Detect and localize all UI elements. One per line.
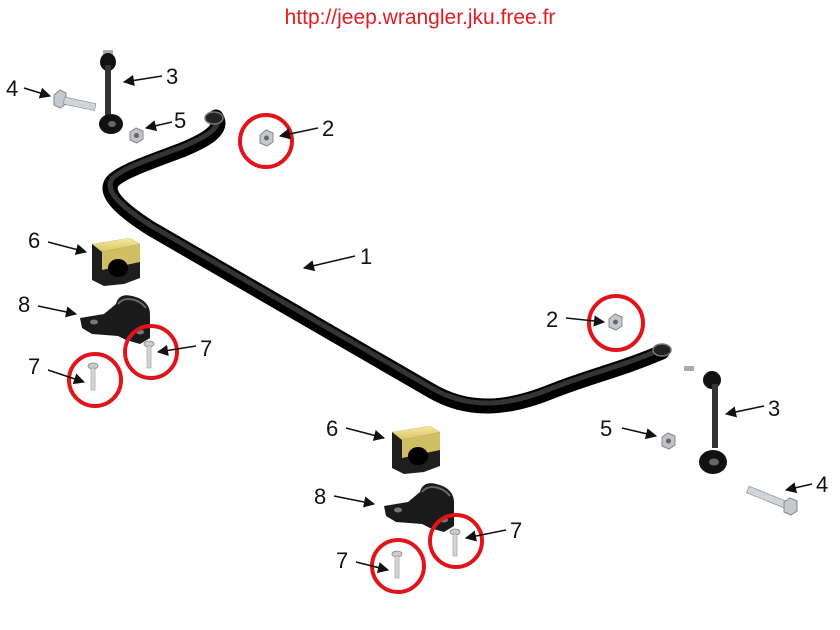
arrow-part-6-right	[345, 427, 386, 441]
stabilizer-bar	[102, 109, 672, 414]
highlight-circle-bolt-right-b	[428, 513, 484, 569]
nut-upper-left	[259, 129, 274, 147]
arrow-part-5-right	[621, 427, 658, 440]
arrow-part-8-left	[37, 305, 78, 318]
bushing-right	[392, 426, 440, 474]
arrow-part-7-right-a	[355, 561, 390, 573]
label-part-7-right-b: 7	[510, 518, 522, 543]
label-part-7-left-a: 7	[28, 354, 40, 379]
label-part-3-left: 3	[166, 64, 178, 89]
arrow-part-7-right-b	[464, 529, 507, 542]
bolt-right	[745, 485, 798, 516]
arrow-part-8-right	[333, 495, 376, 508]
label-part-7-right-a: 7	[336, 548, 348, 573]
arrow-part-4-left	[23, 87, 52, 99]
arrow-part-3-right	[724, 405, 765, 418]
arrow-part-7-left-a	[47, 369, 86, 385]
highlight-circle-nut-upper	[238, 113, 294, 169]
label-part-3-right: 3	[768, 396, 780, 421]
arrow-part-2-right	[565, 315, 606, 327]
label-part-6-right: 6	[326, 416, 338, 441]
link-nut-left	[129, 127, 144, 144]
link-right	[684, 366, 727, 474]
arrow-part-3-left	[122, 74, 163, 86]
clamp-left	[80, 295, 150, 344]
label-part-5-left: 5	[174, 108, 186, 133]
highlight-circles	[67, 113, 645, 594]
arrow-part-2-upper	[278, 127, 319, 140]
label-part-8-right: 8	[314, 484, 326, 509]
link-left	[99, 50, 123, 134]
label-part-2-right: 2	[546, 307, 558, 332]
arrow-part-7-left-b	[156, 344, 197, 356]
link-nut-right	[661, 432, 676, 450]
label-part-2-upper: 2	[322, 116, 334, 141]
label-part-7-left-b: 7	[200, 336, 212, 361]
arrow-part-4-right	[784, 482, 813, 494]
highlight-circle-nut-right	[587, 294, 645, 352]
clamp-bolt-right-a	[391, 550, 403, 579]
highlight-circle-bolt-left-b	[123, 324, 179, 380]
bolt-left	[53, 89, 97, 112]
arrow-part-5-left	[144, 120, 173, 132]
label-part-6-left: 6	[28, 228, 40, 253]
label-part-8-left: 8	[18, 292, 30, 317]
nut-right	[608, 313, 623, 331]
callout-arrows	[23, 74, 813, 573]
callout-numbers: 1 2 2 3 3 4 4 5 5 6 6 8 8 7 7 7 7	[6, 64, 828, 573]
bushing-left	[92, 238, 140, 286]
clamp-bolt-left-a	[87, 362, 99, 391]
clamp-bolt-right-b	[449, 528, 461, 557]
arrow-part-1	[302, 255, 356, 272]
clamp-right	[384, 483, 454, 532]
label-part-1: 1	[360, 244, 372, 269]
label-part-4-left: 4	[6, 76, 18, 101]
arrow-part-6-left	[47, 241, 88, 255]
clamp-bolt-left-b	[143, 340, 155, 369]
label-part-5-right: 5	[600, 416, 612, 441]
label-part-4-right: 4	[816, 472, 828, 497]
highlight-circle-bolt-left-a	[67, 352, 123, 408]
site-url: http://jeep.wrangler.jku.free.fr	[284, 6, 556, 29]
